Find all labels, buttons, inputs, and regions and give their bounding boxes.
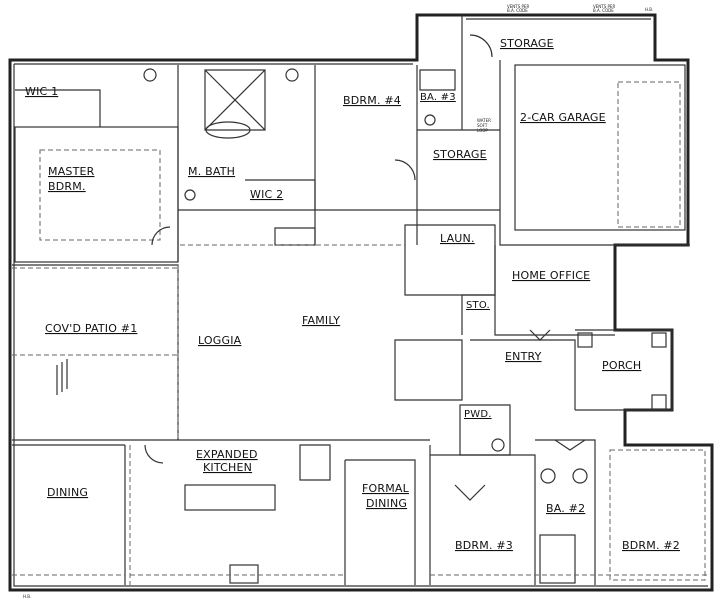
- label-kitchen-1: EXPANDED: [196, 448, 258, 461]
- label-formal-1: FORMAL: [362, 482, 410, 495]
- label-formal-2: DINING: [366, 497, 407, 510]
- note-vents-2b: B.A. CODE: [593, 8, 614, 13]
- exterior-wall-inner: [13, 18, 708, 587]
- label-kitchen-2: KITCHEN: [203, 461, 252, 474]
- label-garage: 2-CAR GARAGE: [520, 111, 606, 124]
- note-vents-1b: B.A. CODE: [507, 8, 528, 13]
- label-dining: DINING: [47, 486, 88, 499]
- label-storage-mid: STORAGE: [433, 148, 487, 161]
- note-vents-1a: VENTS PER: [507, 4, 529, 9]
- label-patio: COV'D PATIO #1: [45, 322, 137, 335]
- label-storage-top: STORAGE: [500, 37, 554, 50]
- label-mbath: M. BATH: [188, 165, 235, 178]
- dashed-lines: [12, 81, 708, 585]
- interior-walls: [12, 15, 690, 585]
- label-laun: LAUN.: [440, 232, 475, 245]
- label-bdrm2: BDRM. #2: [622, 539, 680, 552]
- label-master-2: BDRM.: [48, 180, 86, 193]
- label-bdrm3: BDRM. #3: [455, 539, 513, 552]
- label-office: HOME OFFICE: [512, 269, 590, 282]
- label-family: FAMILY: [302, 314, 340, 327]
- label-ba2: BA. #2: [546, 502, 585, 515]
- label-bdrm4: BDRM. #4: [343, 94, 401, 107]
- note-water-2: SOFT: [477, 123, 488, 128]
- label-master-1: MASTER: [48, 165, 95, 178]
- label-wic2: WIC 2: [250, 188, 283, 201]
- label-pwd: PWD.: [464, 409, 492, 420]
- label-wic1: WIC 1: [25, 85, 58, 98]
- label-loggia: LOGGIA: [198, 334, 242, 347]
- note-hb-top: H.B.: [645, 7, 653, 12]
- label-sto: STO.: [466, 300, 490, 311]
- note-hb-bottom: H.B.: [23, 594, 31, 599]
- note-vents-2a: VENTS PER: [593, 4, 615, 9]
- label-entry: ENTRY: [505, 350, 542, 363]
- note-water-1: WATER: [477, 118, 491, 123]
- label-ba3: BA. #3: [420, 92, 456, 103]
- note-water-3: LOOP: [477, 128, 488, 133]
- label-porch: PORCH: [602, 359, 641, 372]
- door-swings: [56, 34, 586, 501]
